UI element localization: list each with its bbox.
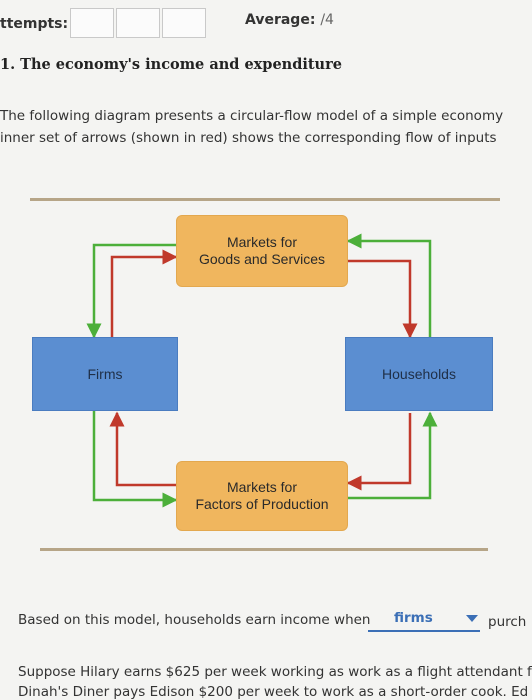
firms-box: Firms: [32, 337, 178, 411]
firms-label: Firms: [87, 365, 123, 382]
intro-line-2: inner set of arrows (shown in red) shows…: [0, 130, 497, 146]
attempts-row: ttempts: Average: /4: [0, 6, 525, 40]
households-label: Households: [382, 365, 456, 382]
red-arrow-goods-to-households: [348, 259, 418, 339]
factors-market-line-2: Factors of Production: [195, 496, 329, 512]
circular-flow-diagram: Markets for Goods and Services Firms Hou…: [0, 195, 525, 550]
average-label: Average: /4: [245, 12, 334, 28]
question-title: 1. The economy's income and expenditure: [0, 56, 342, 73]
average-text: Average:: [245, 12, 316, 28]
red-arrow-factors-to-firms: [109, 411, 176, 487]
divider-top: [30, 198, 500, 201]
average-value: /4: [320, 12, 334, 28]
attempts-label: ttempts:: [0, 16, 69, 32]
statement-suffix: purch: [488, 614, 527, 630]
income-source-dropdown[interactable]: firms: [368, 608, 480, 632]
goods-services-market: Markets for Goods and Services: [176, 215, 348, 287]
goods-market-line-1: Markets for: [226, 234, 297, 250]
green-arrow-firms-to-factors: [92, 410, 178, 508]
attempt-box-1: [70, 8, 114, 38]
households-box: Households: [345, 337, 493, 411]
paragraph-hilary: Suppose Hilary earns $625 per week worki…: [18, 664, 532, 680]
statement-prefix: Based on this model, households earn inc…: [18, 612, 371, 628]
flow-arrows: [86, 233, 438, 508]
attempt-box-2: [116, 8, 160, 38]
factors-market-line-1: Markets for: [226, 479, 297, 495]
green-arrow-households-to-goods: [346, 233, 432, 338]
dropdown-selected-value: firms: [394, 610, 433, 626]
intro-text: The following diagram presents a circula…: [0, 105, 525, 149]
factors-production-market: Markets for Factors of Production: [176, 461, 348, 531]
attempt-box-3: [162, 8, 206, 38]
goods-market-line-2: Goods and Services: [198, 251, 326, 267]
intro-line-1: The following diagram presents a circula…: [0, 108, 504, 124]
red-arrow-firms-to-goods: [110, 249, 178, 337]
paragraph-dinah: Dinah's Diner pays Edison $200 per week …: [18, 684, 529, 700]
red-arrow-households-to-factors: [346, 413, 412, 491]
green-arrow-factors-to-households: [348, 411, 438, 500]
chevron-down-icon: [466, 615, 478, 622]
divider-bottom: [40, 548, 488, 551]
green-arrow-goods-to-firms: [86, 243, 176, 339]
